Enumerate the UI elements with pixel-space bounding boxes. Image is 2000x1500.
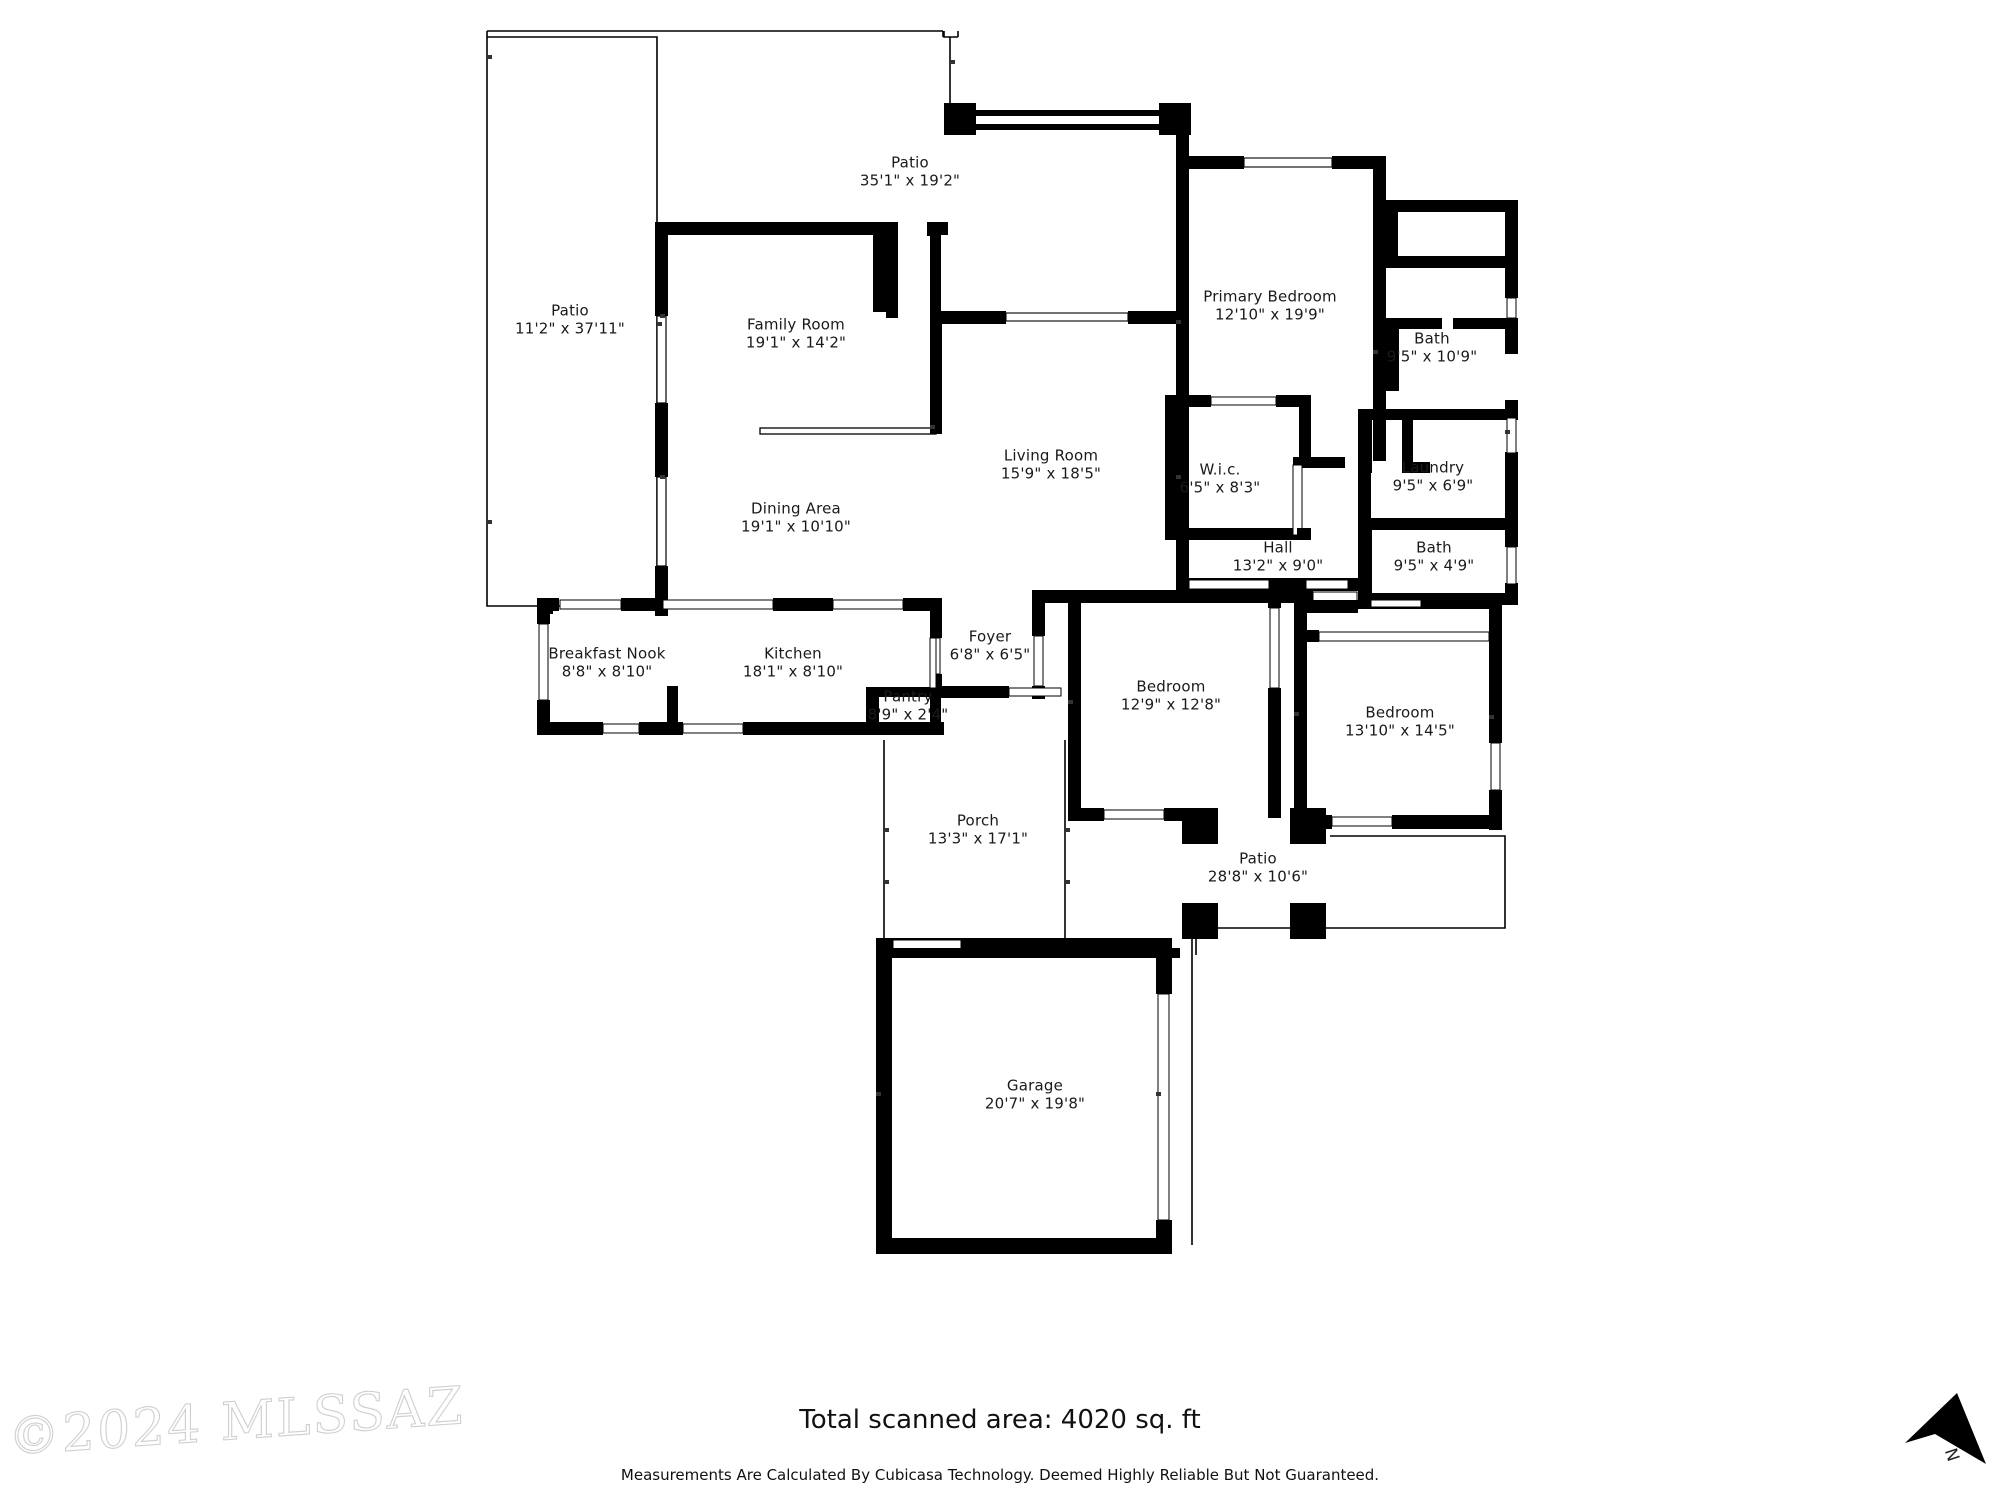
compass: N bbox=[1890, 1382, 2000, 1492]
dimension-ticks bbox=[487, 55, 1510, 1096]
total-scanned-area: Total scanned area: 4020 sq. ft bbox=[799, 1405, 1201, 1435]
north-arrow-icon bbox=[1905, 1393, 1986, 1464]
porch-post bbox=[1290, 808, 1326, 844]
patio-outlines bbox=[486, 30, 1506, 1245]
walls bbox=[537, 103, 1518, 1254]
porch-post bbox=[1182, 808, 1218, 844]
patio-post bbox=[944, 103, 976, 135]
porch-post bbox=[1290, 903, 1326, 939]
porch-post bbox=[1182, 903, 1218, 939]
measurement-disclaimer: Measurements Are Calculated By Cubicasa … bbox=[620, 1466, 1380, 1484]
compass-north-label: N bbox=[1939, 1445, 1963, 1465]
patio-post bbox=[1159, 103, 1191, 135]
